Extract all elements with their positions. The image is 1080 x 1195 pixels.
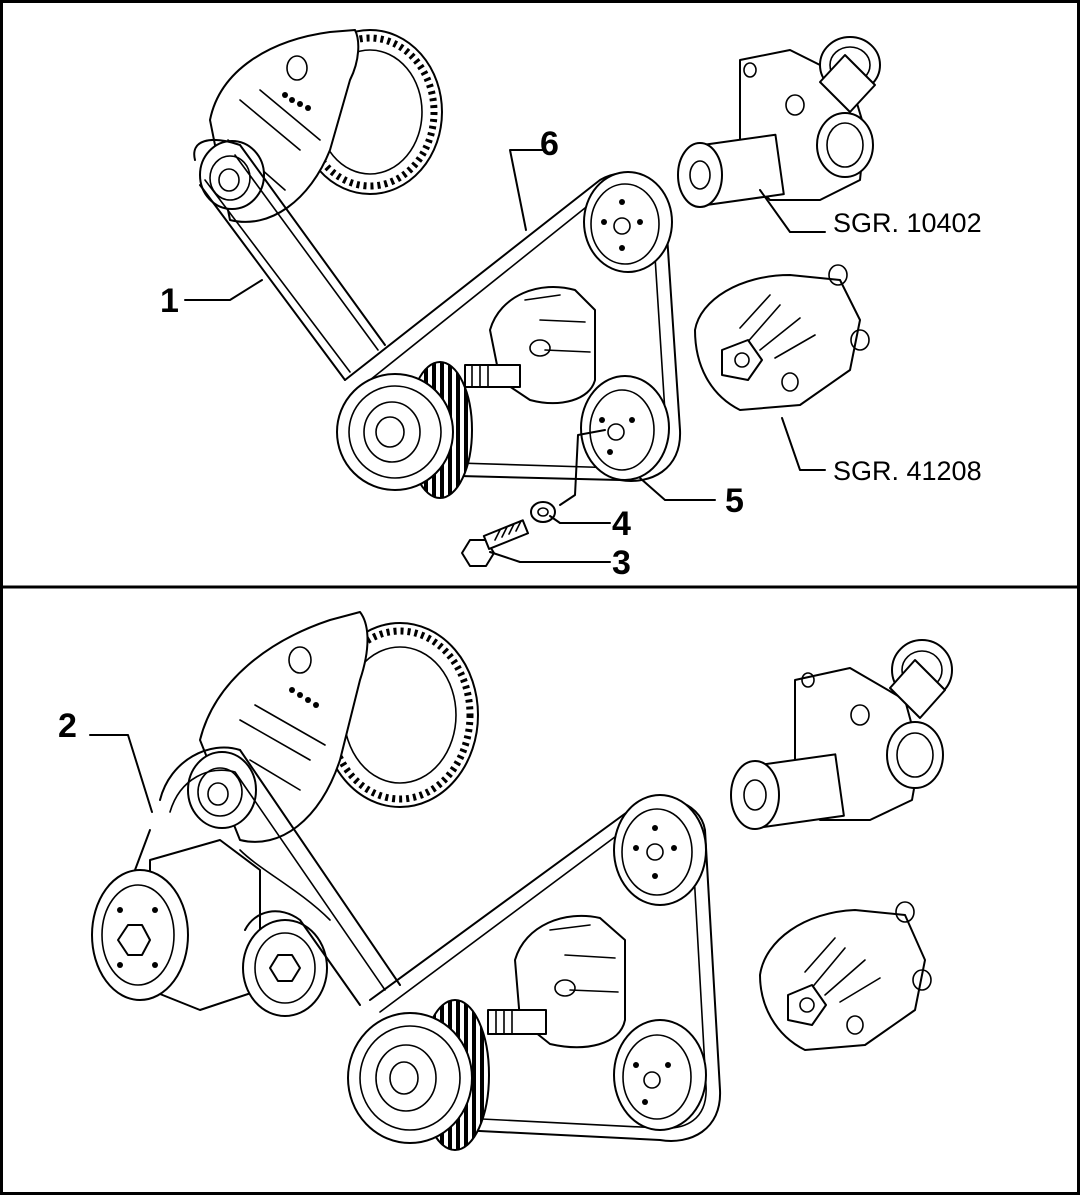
idler-pulley-upper [583,171,673,273]
top-panel: 1 6 5 4 3 SGR. 10402 SGR. 41208 [160,29,982,582]
callout-6: 6 [540,125,559,163]
crank-pulley-top [336,361,473,499]
tensioner-pulley [242,919,328,1017]
callout-1: 1 [160,282,179,320]
idler-pulley-bottom-upper [613,794,707,906]
idler-pulley-bottom-lower [613,1019,707,1131]
idler-pulley-lower [580,375,670,481]
belt-2 [134,746,401,1006]
bottom-panel: 2 [58,611,953,1151]
crank-pulley-bottom [347,999,490,1151]
steering-pump-top [464,285,596,404]
water-pump-bottom-b [759,901,932,1051]
leader-lines-bottom [89,734,153,813]
callout-5: 5 [725,482,744,520]
leader-lines-top [184,149,826,563]
callout-3: 3 [612,544,631,582]
belt-1 [193,139,386,381]
ref-label-sgr10402: SGR. 10402 [833,208,982,238]
fan-hub-pulley [91,839,261,1011]
alternator-bottom [187,611,479,843]
water-pump-sgr10402 [677,36,881,208]
bolt-3 [461,519,530,567]
ref-label-sgr41208: SGR. 41208 [833,456,982,486]
alternator-top [199,29,443,223]
callout-4: 4 [612,505,631,543]
steering-pump-bottom [487,914,626,1049]
water-pump-sgr41208 [694,264,870,411]
washer-4 [530,501,556,523]
callout-2: 2 [58,707,77,745]
water-pump-bottom-a [730,639,953,830]
